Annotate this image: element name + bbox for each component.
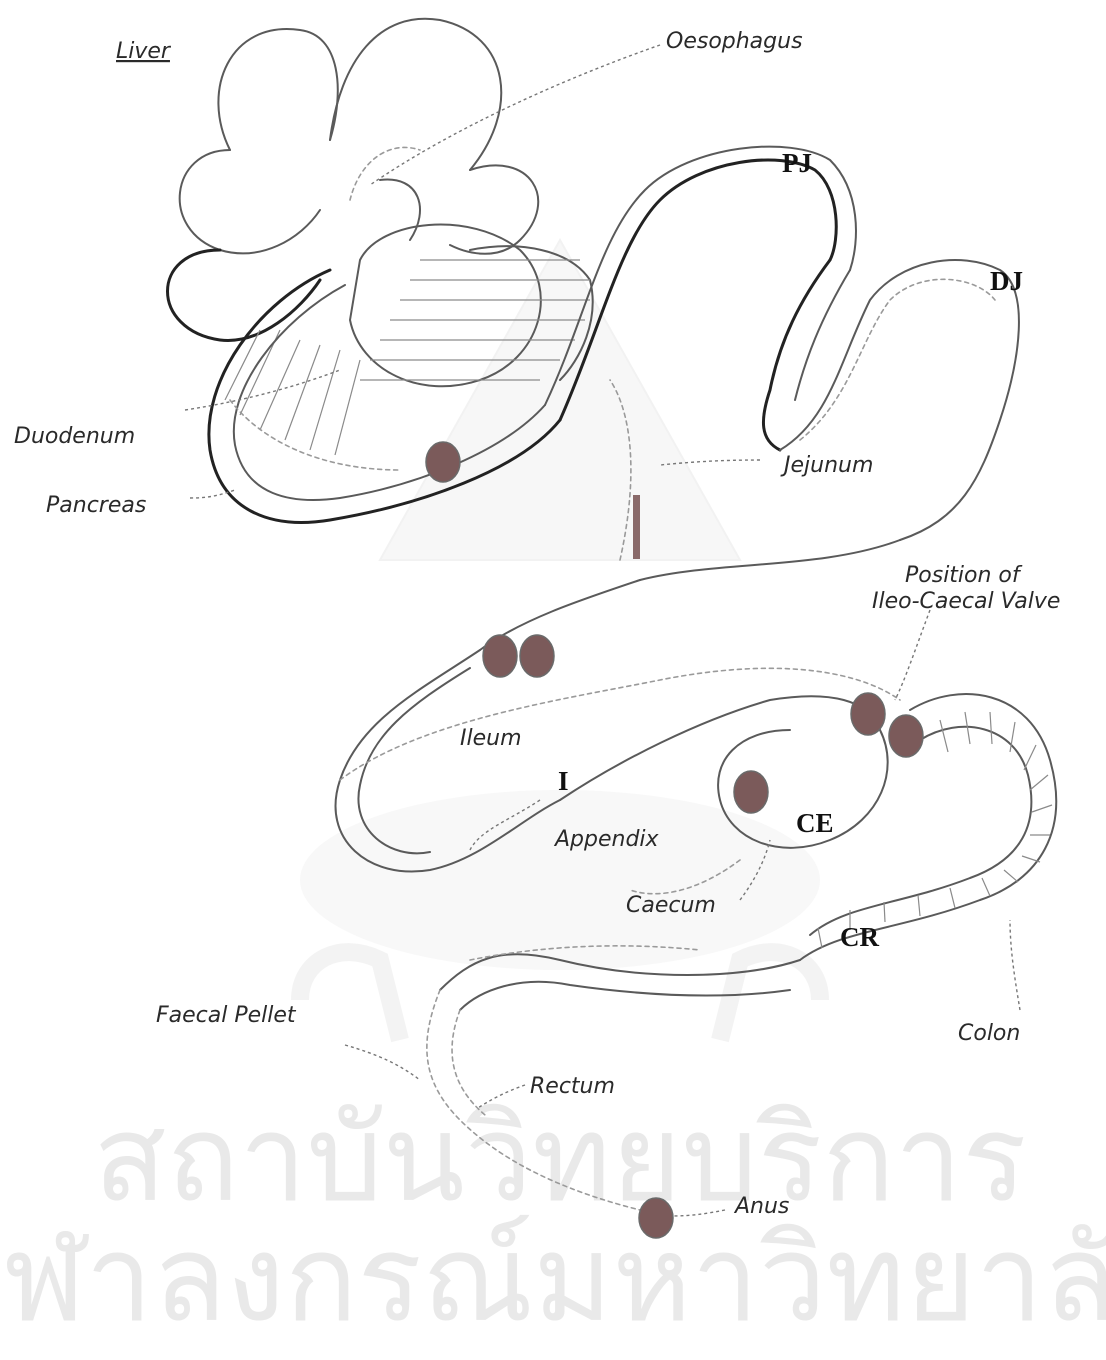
label-faecal-pellet: Faecal Pellet	[156, 1003, 297, 1028]
leader-lines	[185, 45, 1020, 1216]
marker-caecum-dot	[734, 771, 768, 813]
label-position-of: Position of	[905, 563, 1023, 588]
label-jejunum: Jejunum	[780, 453, 873, 478]
label-duodenum: Duodenum	[14, 424, 135, 449]
marker-anus-dot	[639, 1198, 673, 1238]
label-cr: CR	[840, 922, 879, 952]
label-rectum: Rectum	[530, 1074, 615, 1099]
marker-ileum-dot-1	[483, 635, 517, 677]
liver-drawing	[168, 19, 539, 341]
watermark-line-2: จุฬาลงกรณ์มหาวิทยาลัย	[0, 1210, 1106, 1352]
marker-ileocaecal-dot-2	[889, 715, 923, 757]
label-caecum: Caecum	[626, 893, 716, 918]
label-dj: DJ	[990, 266, 1023, 296]
marker-ileum-dot-2	[520, 635, 554, 677]
marker-jejunum-bar	[633, 495, 640, 559]
label-colon: Colon	[958, 1021, 1020, 1046]
label-appendix: Appendix	[553, 827, 660, 852]
label-liver: Liver	[116, 39, 172, 64]
label-pj: PJ	[782, 148, 812, 178]
label-pancreas: Pancreas	[46, 493, 146, 518]
label-i: I	[558, 766, 569, 796]
colon-drawing	[800, 694, 1056, 960]
label-anus: Anus	[733, 1194, 789, 1219]
marker-ileocaecal-dot-1	[851, 693, 885, 735]
label-ileum: Ileum	[460, 726, 522, 751]
watermark: สถาบันวิทยบริการ จุฬาลงกรณ์มหาวิทยาลัย	[0, 240, 1106, 1352]
watermark-line-1: สถาบันวิทยบริการ	[93, 1090, 1026, 1229]
label-oesophagus: Oesophagus	[666, 29, 803, 54]
marker-duodenum-dot	[426, 442, 460, 482]
label-ileo-caecal-valve: Ileo-Caecal Valve	[872, 589, 1060, 614]
label-ce: CE	[796, 808, 834, 838]
